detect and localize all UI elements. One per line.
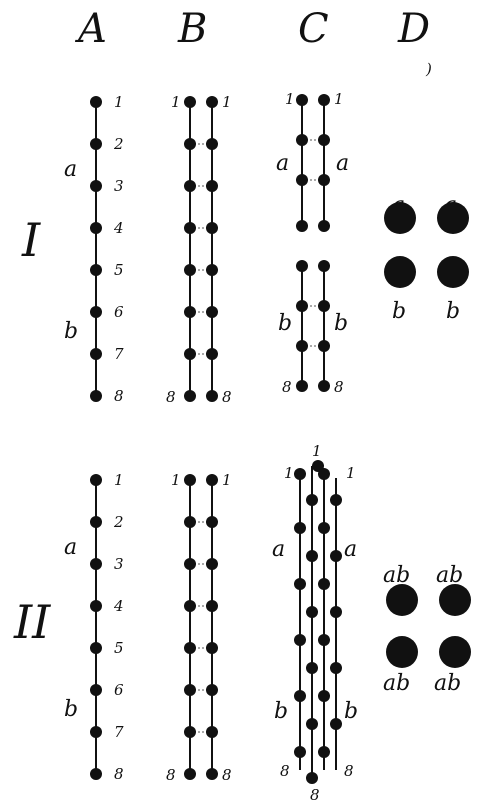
spore-dot (439, 584, 471, 616)
locus-number: 1 (114, 471, 124, 489)
gene-label-a: a (344, 537, 357, 562)
gene-label-b: b (274, 699, 288, 724)
end-number: 8 (166, 388, 176, 406)
gene-label-ab: ab (383, 563, 410, 588)
end-number: 1 (171, 93, 181, 111)
end-number: 8 (222, 388, 232, 406)
row-i-c-split: 1 1 a a b b 8 8 (276, 90, 349, 396)
column-header-a: A (74, 6, 107, 52)
row-i-a-chromatid: 1 2 3 4 5 6 7 8 a b (64, 93, 124, 405)
row-ii-c-tetrad-strands: 1 1 1 a a b b 8 8 8 (272, 442, 358, 804)
spore-dot (386, 636, 418, 668)
end-number: 8 (310, 786, 320, 804)
row-i-b-bivalent: 1 1 8 8 (166, 93, 232, 406)
chromomere (90, 180, 102, 192)
chromomere (90, 264, 102, 276)
end-number: 8 (282, 378, 292, 396)
column-header-d: D (397, 6, 430, 52)
spore-dot (384, 202, 416, 234)
end-number: 1 (222, 93, 232, 111)
locus-number: 1 (114, 93, 124, 111)
locus-number: 3 (114, 177, 124, 195)
locus-number: 6 (114, 681, 124, 699)
end-number: 8 (344, 762, 354, 780)
gene-label-b: b (278, 311, 292, 336)
locus-number: 8 (114, 765, 124, 783)
end-number: 1 (334, 90, 344, 108)
gene-label-b: b (64, 319, 78, 344)
locus-number: 7 (114, 723, 124, 741)
row-ii-a-chromatid: 1 2 3 4 5 6 7 8 a b (64, 471, 124, 783)
row-ii-d-tetrad: ab ab ab ab (383, 563, 471, 696)
spore-dot (437, 202, 469, 234)
end-number: 8 (166, 766, 176, 784)
end-number: 1 (171, 471, 181, 489)
row-header-i: I (21, 213, 41, 267)
chromomere (90, 390, 102, 402)
chromomere (90, 306, 102, 318)
gene-label-b: b (344, 699, 358, 724)
chromomere (90, 138, 102, 150)
gene-label-ab: ab (434, 671, 461, 696)
row-header-ii: II (13, 595, 51, 649)
chromomere (90, 348, 102, 360)
locus-number: 5 (114, 261, 124, 279)
end-number: 1 (285, 90, 295, 108)
locus-number: 3 (114, 555, 124, 573)
gene-label-ab: ab (436, 563, 463, 588)
locus-number: 4 (113, 597, 124, 615)
locus-number: 5 (114, 639, 124, 657)
locus-number: 2 (113, 135, 124, 153)
gene-label-a: a (64, 157, 77, 182)
gene-label-a: a (272, 537, 285, 562)
column-header-c: C (298, 6, 329, 52)
end-number: 8 (334, 378, 344, 396)
end-number: 8 (222, 766, 232, 784)
end-number: 1 (312, 442, 322, 460)
end-number: 1 (222, 471, 232, 489)
locus-number: 4 (113, 219, 124, 237)
column-header-b: B (177, 6, 207, 52)
row-i-d-tetrad: a a b b (384, 193, 469, 324)
gene-label-b: b (446, 299, 460, 324)
column-d-tick: ) (425, 60, 432, 78)
row-ii-b-bivalent: 1 1 8 8 (166, 471, 232, 784)
gene-label-b: b (392, 299, 406, 324)
gene-label-a: a (64, 535, 77, 560)
chromomere (90, 96, 102, 108)
spore-dot (384, 256, 416, 288)
chromomere (90, 222, 102, 234)
locus-number: 8 (114, 387, 124, 405)
end-number: 8 (280, 762, 290, 780)
end-number: 1 (346, 464, 356, 482)
spore-dot (439, 636, 471, 668)
end-number: 1 (284, 464, 294, 482)
gene-label-b: b (64, 697, 78, 722)
gene-label-b: b (334, 311, 348, 336)
locus-number: 6 (114, 303, 124, 321)
spore-dot (386, 584, 418, 616)
locus-number: 2 (113, 513, 124, 531)
gene-label-a: a (276, 151, 289, 176)
gene-label-ab: ab (383, 671, 410, 696)
gene-label-a: a (336, 151, 349, 176)
locus-number: 7 (114, 345, 124, 363)
spore-dot (437, 256, 469, 288)
